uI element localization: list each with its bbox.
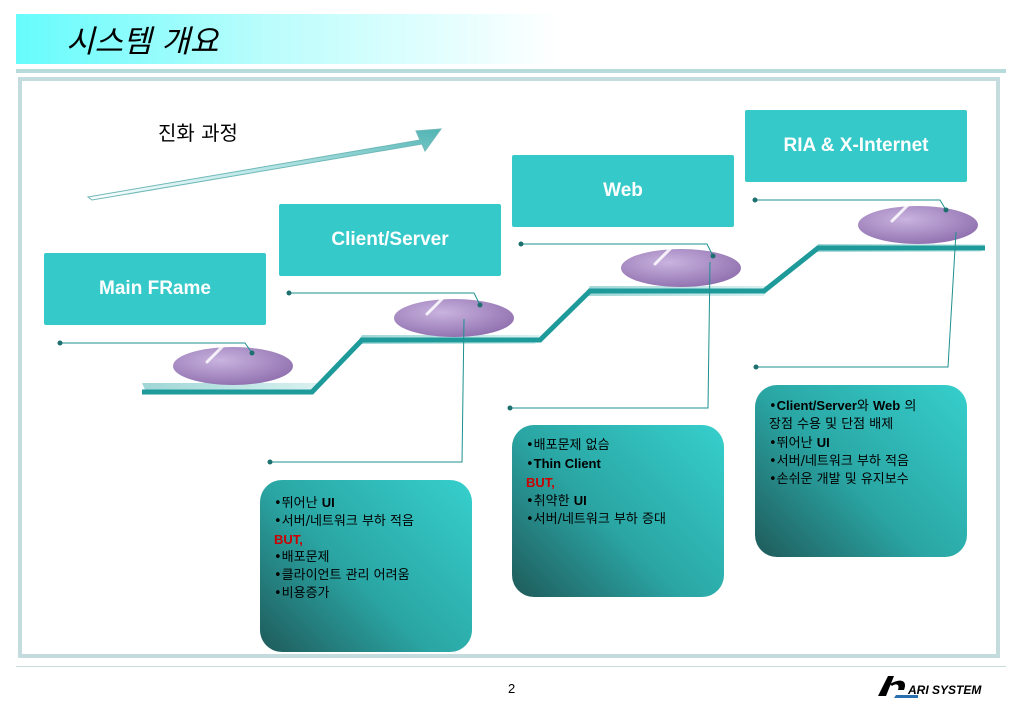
connector-dots [57,197,949,465]
ellipse-highlight-2 [425,289,452,316]
ari-system-logo: ARI SYSTEM [874,672,1010,700]
cs-line-4: •배포문제 [274,550,330,565]
connectors [60,199,957,463]
cs-line-1: •뛰어난 UI [274,495,335,511]
info-box-web: •배포문제 없슴 •Thin Client BUT, •취약한 UI •서버/네… [512,425,724,597]
info-box-client-server: •뛰어난 UI •서버/네트워크 부하 적음 BUT, •배포문제 •클라이언트… [260,480,472,652]
web-line-but: BUT, [526,475,555,490]
stair-profile [142,245,985,395]
info-box-ria: •Client/Server와 Web 의 장점 수용 및 단점 배제 •뛰어난… [755,385,967,557]
stage-client-server: Client/Server [279,204,501,276]
stage-ellipse-3 [621,249,741,287]
stage-ellipse-1 [173,347,293,385]
web-line-5: •서버/네트워크 부하 증대 [526,512,666,527]
cs-line-but: BUT, [274,532,303,547]
ria-line-1: •Client/Server와 Web 의 [769,398,917,414]
stage-ria-x-internet: RIA & X-Internet [745,110,967,182]
ria-line-4: •서버/네트워크 부하 적음 [769,454,909,469]
cs-line-6: •비용증가 [274,586,330,601]
web-line-1: •배포문제 없슴 [526,438,610,453]
stage-ellipse-4 [858,206,978,244]
footer-divider [16,666,1006,667]
cs-line-5: •클라이언트 관리 어려움 [274,568,410,583]
page-title: 시스템 개요 [66,24,219,60]
web-line-2: •Thin Client [526,456,601,472]
evolution-arrow [86,128,443,201]
stage-main-frame: Main FRame [44,253,266,325]
cs-line-2: •서버/네트워크 부하 적음 [274,514,414,529]
stage-web: Web [512,155,734,227]
title-band [16,14,1006,64]
ria-line-2: 장점 수용 및 단점 배제 [769,417,894,432]
web-line-4: •취약한 UI [526,493,587,509]
ria-line-3: •뛰어난 UI [769,435,830,451]
ellipse-highlight-4 [890,196,917,223]
ria-line-5: •손쉬운 개발 및 유지보수 [769,472,909,487]
stage-ellipse-2 [394,299,514,337]
logo-text: ARI SYSTEM [907,683,982,697]
page-number: 2 [508,681,516,696]
title-divider [16,69,1006,73]
evolution-label: 진화 과정 [158,121,238,145]
ellipse-highlight-3 [653,239,680,266]
